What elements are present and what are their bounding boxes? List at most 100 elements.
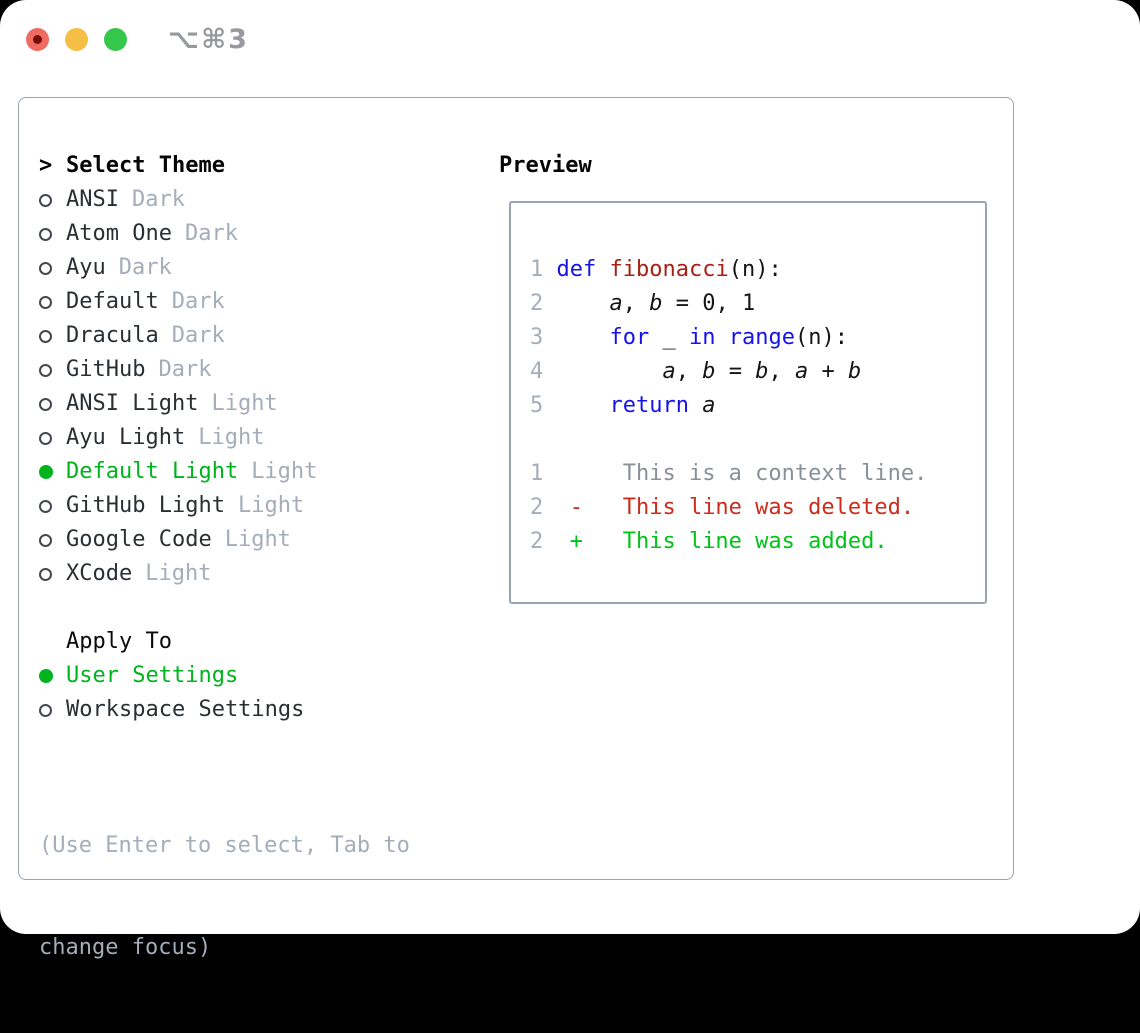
radio-icon (39, 704, 52, 717)
radio-selected-icon (39, 465, 53, 479)
code-line: 5 return a (530, 389, 927, 423)
option-label: Ayu (66, 251, 106, 285)
list-gap (39, 591, 489, 625)
code-token: fibonacci (610, 257, 729, 282)
close-dot-icon (33, 35, 42, 44)
help-line-2: change focus) (39, 931, 499, 965)
code-token (689, 393, 702, 418)
option-label: GitHub (66, 353, 145, 387)
preview-title: Preview (499, 149, 592, 183)
option-label: Ayu Light (66, 421, 185, 455)
apply-to-option[interactable]: Workspace Settings (39, 693, 489, 727)
option-variant-label: Light (132, 557, 211, 591)
code-token (543, 393, 609, 418)
option-variant-label: Dark (159, 285, 225, 319)
list-cursor: > (39, 149, 52, 183)
zoom-button[interactable] (104, 28, 127, 51)
titlebar: ⌥⌘3 (26, 27, 249, 51)
code-token (543, 325, 609, 350)
code-token: b (649, 291, 662, 316)
line-number: 2 (530, 495, 543, 520)
option-variant-label: Dark (106, 251, 172, 285)
code-token: This is a context line. (543, 461, 927, 486)
option-label: User Settings (66, 659, 238, 693)
option-label: ANSI (66, 183, 119, 217)
code-line: 2 a, b = 0, 1 (530, 287, 927, 321)
option-label: ANSI Light (66, 387, 198, 421)
option-label: Google Code (66, 523, 212, 557)
radio-icon (39, 500, 52, 513)
code-token: _ (649, 325, 689, 350)
code-token: range (729, 325, 795, 350)
select-theme-title: Select Theme (66, 149, 225, 183)
line-number: 3 (530, 325, 543, 350)
code-token (543, 359, 662, 384)
radio-icon (39, 398, 52, 411)
minimize-button[interactable] (65, 28, 88, 51)
line-number: 1 (530, 461, 543, 486)
option-variant-label: Light (198, 387, 277, 421)
code-token: for (609, 325, 649, 350)
code-token: , (676, 359, 703, 384)
option-variant-label: Dark (172, 217, 238, 251)
code-token: = (715, 359, 755, 384)
radio-icon (39, 432, 52, 445)
window-shortcut-label: ⌥⌘3 (168, 24, 249, 55)
radio-icon (39, 194, 52, 207)
code-token (715, 325, 728, 350)
code-token: a (702, 393, 715, 418)
line-number: 2 (530, 529, 543, 554)
option-label: Default (66, 285, 159, 319)
option-variant-label: Light (212, 523, 291, 557)
code-token (543, 291, 609, 316)
line-number: 5 (530, 393, 543, 418)
close-button[interactable] (26, 28, 49, 51)
apply-to-title: Apply To (66, 625, 172, 659)
code-token: (n): (729, 257, 782, 282)
select-theme-header: > Select Theme (39, 149, 489, 183)
code-line: 1 def fibonacci(n): (530, 253, 927, 287)
code-token: a (662, 359, 675, 384)
option-variant-label: Light (238, 455, 317, 489)
line-number: 2 (530, 291, 543, 316)
code-token: + This line was added. (543, 529, 887, 554)
option-variant-label: Light (185, 421, 264, 455)
code-token: in (689, 325, 716, 350)
radio-icon (39, 296, 52, 309)
code-token: b (702, 359, 715, 384)
radio-icon (39, 330, 52, 343)
code-token: , (768, 359, 795, 384)
code-line (530, 423, 927, 457)
radio-icon (39, 568, 52, 581)
option-label: GitHub Light (66, 489, 225, 523)
help-line-1: (Use Enter to select, Tab to (39, 829, 499, 863)
code-token: a (609, 291, 622, 316)
option-label: Default Light (66, 455, 238, 489)
code-token (596, 257, 609, 282)
code-line: 1 This is a context line. (530, 457, 927, 491)
radio-icon (39, 534, 52, 547)
code-token: + (808, 359, 848, 384)
apply-to-option[interactable]: User Settings (39, 659, 489, 693)
option-label: XCode (66, 557, 132, 591)
radio-icon (39, 262, 52, 275)
code-token (543, 257, 556, 282)
